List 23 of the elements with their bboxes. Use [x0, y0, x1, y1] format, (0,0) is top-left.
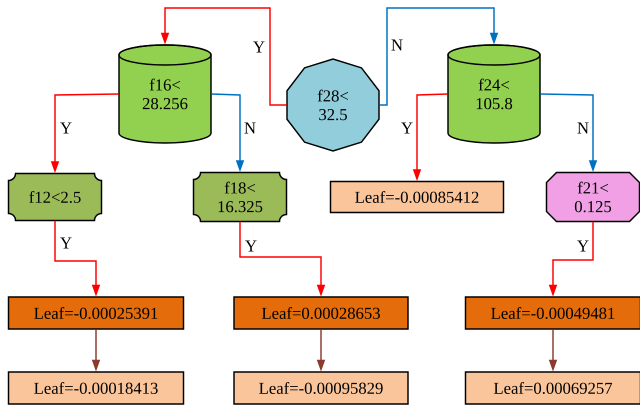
edge-label: Y — [244, 239, 258, 253]
leaf-box: Leaf=0.00069257 — [464, 371, 640, 405]
edge-label: Y — [58, 236, 74, 250]
edge-label: N — [390, 38, 404, 52]
edge-label: Y — [576, 239, 590, 253]
leaf-box: Leaf=-0.00025391 — [8, 296, 184, 330]
leaf-box: Leaf=-0.00085412 — [330, 180, 504, 214]
edge-label: Y — [252, 40, 266, 54]
leaf-box: Leaf=-0.00018413 — [8, 371, 184, 405]
decision-cylinder: f24< 105.8 — [447, 44, 541, 144]
leaf-box: Leaf=0.00028653 — [233, 296, 409, 330]
decision-box: f18< 16.325 — [192, 172, 288, 222]
edge-label: N — [242, 121, 258, 135]
leaf-box: Leaf=-0.00095829 — [233, 371, 409, 405]
decision-octagon: f21< 0.125 — [546, 172, 640, 222]
edge-label: Y — [58, 121, 74, 135]
arrow — [379, 7, 498, 106]
decision-cylinder: f16< 28.256 — [118, 44, 212, 144]
decision-box: f12<2.5 — [8, 172, 102, 222]
edge-label: Y — [400, 121, 414, 135]
decision-decagon: f28< 32.5 — [286, 58, 380, 152]
leaf-box: Leaf=-0.00049481 — [464, 296, 640, 330]
edge-label: N — [576, 121, 590, 135]
